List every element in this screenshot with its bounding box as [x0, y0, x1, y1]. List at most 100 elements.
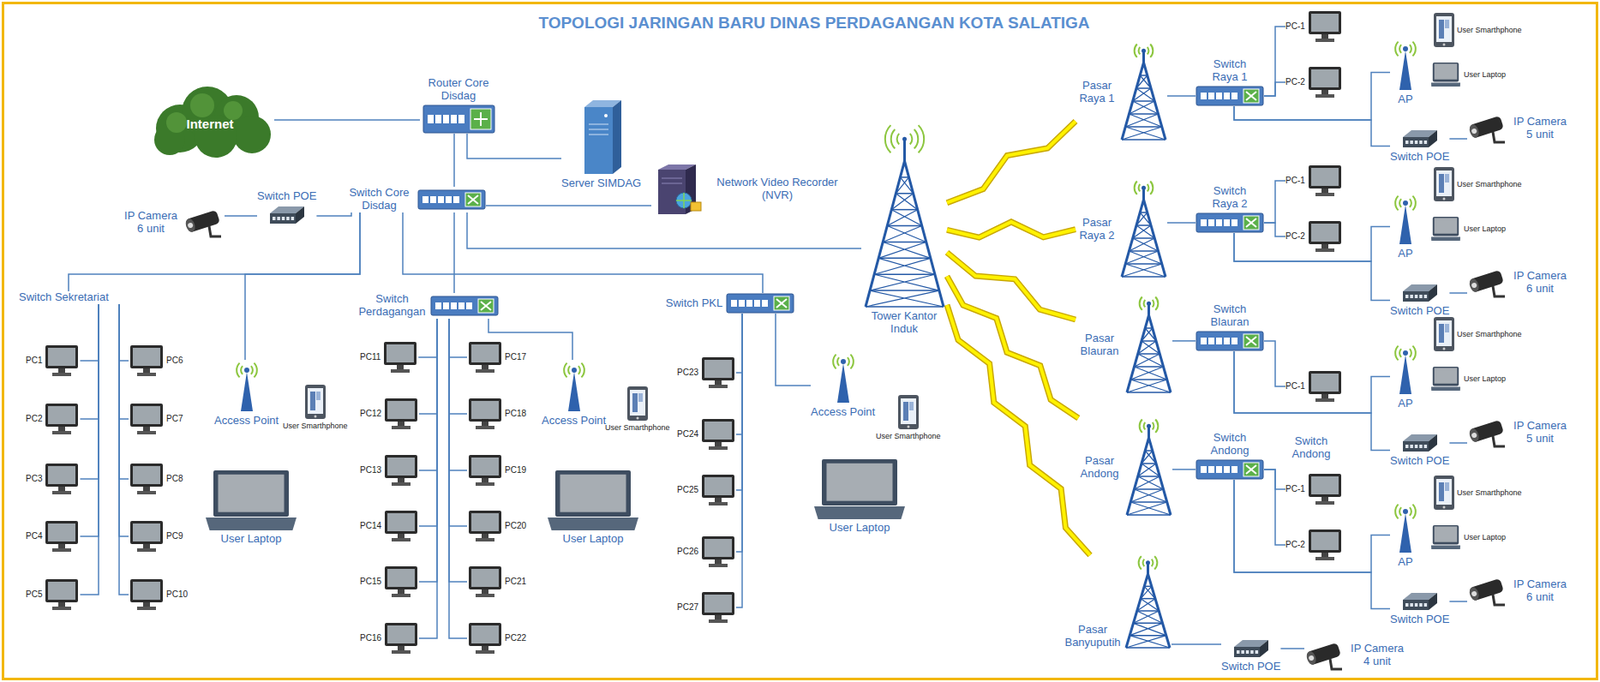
device-label: User Laptop	[829, 521, 891, 535]
device-icon	[128, 344, 165, 378]
icon-shape	[629, 389, 646, 416]
icon-shape	[906, 425, 910, 429]
device-label: PC-1	[1285, 484, 1306, 495]
device-node: Internet	[145, 81, 275, 159]
device-icon	[1390, 192, 1421, 246]
icon-shape	[390, 369, 410, 373]
icon-shape	[1223, 337, 1230, 345]
network-link	[1234, 106, 1391, 147]
pc-icon	[700, 473, 737, 507]
device-icon	[1195, 459, 1265, 480]
icon-shape	[1216, 92, 1223, 100]
cam-icon	[1304, 638, 1346, 673]
icon-shape	[137, 606, 156, 611]
icon-shape	[1216, 466, 1223, 474]
icon-shape	[166, 93, 243, 133]
device-node: PC21	[467, 565, 527, 599]
icon-shape	[701, 419, 735, 443]
icon-shape	[132, 466, 161, 485]
icon-shape	[1134, 488, 1164, 491]
pc-icon	[43, 520, 80, 553]
device-node: Access Point	[810, 351, 875, 420]
icon-shape	[184, 217, 197, 234]
device-node: Pasar Blauran	[1075, 295, 1173, 395]
device-icon	[383, 565, 420, 599]
network-link	[736, 313, 743, 491]
device-label: PC-2	[1285, 77, 1306, 88]
icon-shape	[1200, 219, 1207, 227]
network-link	[453, 212, 456, 294]
device-node: IP Camera 6 unit	[119, 205, 225, 240]
device-node: Switch Raya 2	[1195, 185, 1265, 234]
device-node: PC1	[25, 344, 80, 378]
icon-shape	[1308, 371, 1342, 395]
icon-shape	[458, 302, 465, 310]
device-label: PC13	[359, 465, 382, 476]
pc-icon	[700, 418, 737, 451]
device-node: User Smarthphone	[875, 394, 941, 441]
device-icon	[1306, 65, 1343, 99]
sw-icon	[1195, 330, 1265, 352]
pc-icon	[467, 509, 504, 543]
icon-shape	[1431, 545, 1461, 551]
device-icon	[1390, 38, 1421, 92]
icon-shape	[913, 129, 918, 149]
nvr-icon	[651, 162, 703, 216]
icon-shape	[445, 196, 452, 204]
pc-icon	[128, 578, 165, 612]
network-link	[224, 215, 258, 217]
icon-shape	[295, 206, 305, 224]
icon-shape	[1308, 529, 1342, 553]
device-label: PC20	[504, 521, 527, 532]
network-link	[119, 304, 129, 537]
icon-shape	[1311, 167, 1339, 186]
icon-shape	[143, 602, 150, 607]
icon-shape	[475, 369, 495, 373]
icon-shape	[1409, 140, 1414, 144]
icon-shape	[1443, 347, 1446, 351]
icon-shape	[1138, 353, 1161, 355]
poe-icon	[1401, 432, 1439, 454]
device-icon	[1306, 164, 1343, 198]
network-link	[1280, 647, 1305, 650]
sw-icon	[1195, 85, 1265, 107]
icon-shape	[143, 426, 150, 432]
device-icon	[1467, 265, 1509, 300]
poe-icon	[1401, 128, 1439, 150]
device-label: PC11	[359, 352, 381, 363]
icon-shape	[1208, 219, 1215, 227]
icon-shape	[473, 112, 488, 126]
icon-shape	[250, 365, 252, 375]
device-icon	[1306, 220, 1343, 253]
poe-icon	[1232, 638, 1271, 660]
network-link	[453, 133, 456, 187]
network-link	[274, 119, 420, 121]
icon-shape	[1321, 188, 1329, 193]
icon-shape	[1126, 391, 1171, 394]
sw-icon	[430, 295, 499, 317]
icon-shape	[1432, 366, 1459, 387]
icon-shape	[1414, 294, 1418, 299]
icon-shape	[1399, 507, 1402, 516]
ap-icon	[827, 351, 859, 405]
network-link	[449, 318, 468, 582]
device-label: User Smarthphone	[1456, 329, 1523, 339]
device-label: PC5	[25, 589, 42, 600]
wireless-bolt	[946, 305, 1091, 556]
device-node: Access Point	[214, 359, 279, 428]
icon-shape	[1412, 346, 1415, 361]
device-node: Router Core Disdag	[419, 77, 498, 134]
network-link	[419, 318, 438, 582]
network-link	[1167, 221, 1196, 224]
device-label: PC2	[25, 413, 42, 425]
device-label: User Laptop	[563, 533, 624, 546]
pc-icon	[383, 565, 420, 599]
lapL-icon	[203, 469, 299, 532]
tower-icon	[1125, 295, 1173, 395]
icon-shape	[903, 401, 909, 421]
icon-shape	[708, 619, 728, 624]
device-icon	[43, 462, 80, 496]
device-label: PC21	[504, 576, 527, 588]
tower-icon	[1125, 418, 1173, 517]
device-label: PC18	[504, 408, 527, 420]
